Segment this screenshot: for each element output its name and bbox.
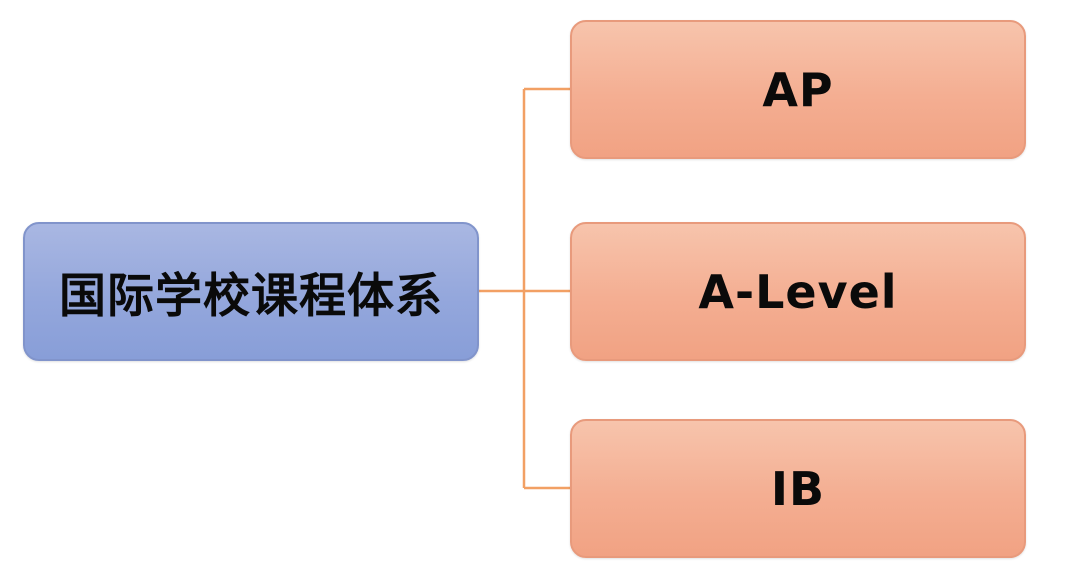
child-node-label: IB xyxy=(770,461,826,516)
child-node-ap: AP xyxy=(570,20,1026,159)
child-node-label: AP xyxy=(762,62,834,117)
child-node-ib: IB xyxy=(570,419,1026,558)
child-node-label: A-Level xyxy=(698,264,898,319)
root-node: 国际学校课程体系 xyxy=(23,222,479,361)
child-node-a-level: A-Level xyxy=(570,222,1026,361)
root-node-label: 国际学校课程体系 xyxy=(59,269,443,324)
